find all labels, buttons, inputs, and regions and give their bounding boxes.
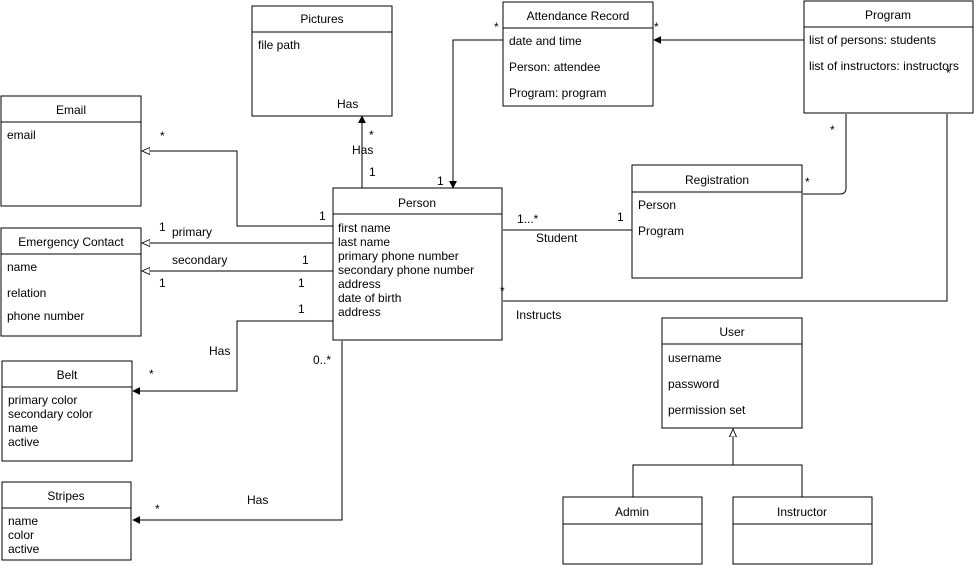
class-attribute: name — [8, 421, 38, 435]
class-attribute: list of instructors: instructors — [809, 59, 959, 73]
association-label: Has — [209, 344, 230, 358]
class-attribute: date and time — [509, 34, 582, 48]
multiplicity-label: * — [155, 502, 160, 516]
association-label: secondary — [172, 253, 227, 267]
class-attribute: name — [8, 514, 38, 528]
multiplicity-label: 1 — [617, 210, 624, 224]
class-attribute: Person — [638, 198, 676, 212]
multiplicity-label: 0..* — [313, 353, 331, 367]
class-title: User — [719, 325, 744, 339]
multiplicity-label: 1 — [302, 253, 309, 267]
multiplicity-label: * — [500, 284, 505, 298]
multiplicity-label: 1 — [437, 174, 444, 188]
multiplicity-label: * — [805, 175, 810, 189]
class-title: Belt — [57, 368, 78, 382]
multiplicity-label: 1 — [159, 220, 166, 234]
multiplicity-label: 1...* — [517, 212, 539, 226]
class-attribute: primary color — [8, 393, 77, 407]
class-attribute: secondary phone number — [338, 263, 474, 277]
multiplicity-label: * — [830, 123, 835, 137]
person-program-instructs-connector — [503, 114, 948, 302]
class-user[interactable]: User username password permission set — [661, 317, 803, 429]
multiplicity-label: * — [369, 128, 374, 142]
class-title: Pictures — [300, 12, 343, 26]
connector-labels: Has * 1 1 * * * 1 primary 1 secondary 1 … — [149, 20, 951, 516]
class-title: Attendance Record — [527, 9, 630, 23]
class-attribute: Person: attendee — [509, 60, 601, 74]
association-label: Has — [247, 493, 268, 507]
class-title: Program — [865, 8, 911, 22]
user-children-connector — [632, 464, 803, 497]
class-title: Instructor — [777, 505, 827, 519]
class-attribute: address — [338, 305, 381, 319]
class-attribute: name — [7, 260, 37, 274]
class-belt[interactable]: Belt primary color secondary color name … — [1, 360, 133, 462]
class-title: Registration — [685, 173, 749, 187]
multiplicity-label: 1 — [298, 302, 305, 316]
class-attribute: permission set — [668, 403, 746, 417]
multiplicity-label: * — [946, 66, 951, 80]
class-attribute: password — [668, 377, 719, 391]
multiplicity-label: * — [160, 129, 165, 143]
class-attribute: color — [8, 528, 34, 542]
class-attribute: active — [8, 542, 40, 556]
association-label: Student — [536, 231, 578, 245]
class-emergency-contact[interactable]: Emergency Contact name relation phone nu… — [0, 227, 142, 337]
multiplicity-label: 1 — [319, 209, 326, 223]
class-instructor[interactable]: Instructor — [732, 496, 873, 565]
multiplicity-label: * — [654, 20, 659, 34]
class-program[interactable]: Program list of persons: students list o… — [803, 0, 974, 114]
class-stripes[interactable]: Stripes name color active — [1, 481, 132, 561]
class-attribute: email — [7, 128, 36, 142]
class-email[interactable]: Email email — [0, 95, 142, 207]
class-attendance-record[interactable]: Attendance Record date and time Person: … — [502, 1, 654, 107]
class-attribute: file path — [258, 38, 300, 52]
multiplicity-label: 1 — [159, 276, 166, 290]
multiplicity-label: * — [494, 20, 499, 34]
class-attribute: primary phone number — [338, 249, 459, 263]
multiplicity-label: 1 — [369, 165, 376, 179]
class-attribute: first name — [338, 221, 391, 235]
pictures-inner-label: Has — [337, 97, 358, 111]
class-attribute: active — [8, 435, 40, 449]
registration-program-connector — [803, 114, 847, 195]
class-attribute: relation — [7, 286, 46, 300]
class-attribute: Program — [638, 224, 684, 238]
pictures-has-label: Has — [352, 143, 373, 157]
class-attribute: list of persons: students — [809, 33, 936, 47]
person-stripes-connector — [132, 341, 343, 524]
class-title: Person — [398, 196, 436, 210]
person-email-connector — [142, 151, 333, 227]
attendance-person-connector — [449, 39, 503, 189]
multiplicity-label: 1 — [298, 276, 305, 290]
class-attribute: username — [668, 351, 722, 365]
class-attribute: last name — [338, 235, 390, 249]
class-person[interactable]: Person first name last name primary phon… — [332, 187, 503, 341]
class-attribute: phone number — [7, 309, 84, 323]
multiplicity-label: * — [149, 367, 154, 381]
class-attribute: address — [338, 277, 381, 291]
association-label: primary — [172, 225, 212, 239]
class-title: Email — [56, 103, 86, 117]
class-attribute: date of birth — [338, 291, 401, 305]
class-pictures[interactable]: Pictures file path Has — [251, 5, 393, 117]
association-label: Instructs — [516, 308, 561, 322]
class-attribute: Program: program — [509, 86, 606, 100]
person-belt-connector — [132, 320, 333, 395]
class-title: Admin — [615, 505, 649, 519]
class-title: Emergency Contact — [18, 235, 124, 249]
connectors — [132, 36, 948, 524]
class-title: Stripes — [47, 489, 84, 503]
class-registration[interactable]: Registration Person Program — [631, 164, 803, 279]
class-attribute: secondary color — [8, 407, 93, 421]
class-admin[interactable]: Admin — [562, 496, 703, 565]
